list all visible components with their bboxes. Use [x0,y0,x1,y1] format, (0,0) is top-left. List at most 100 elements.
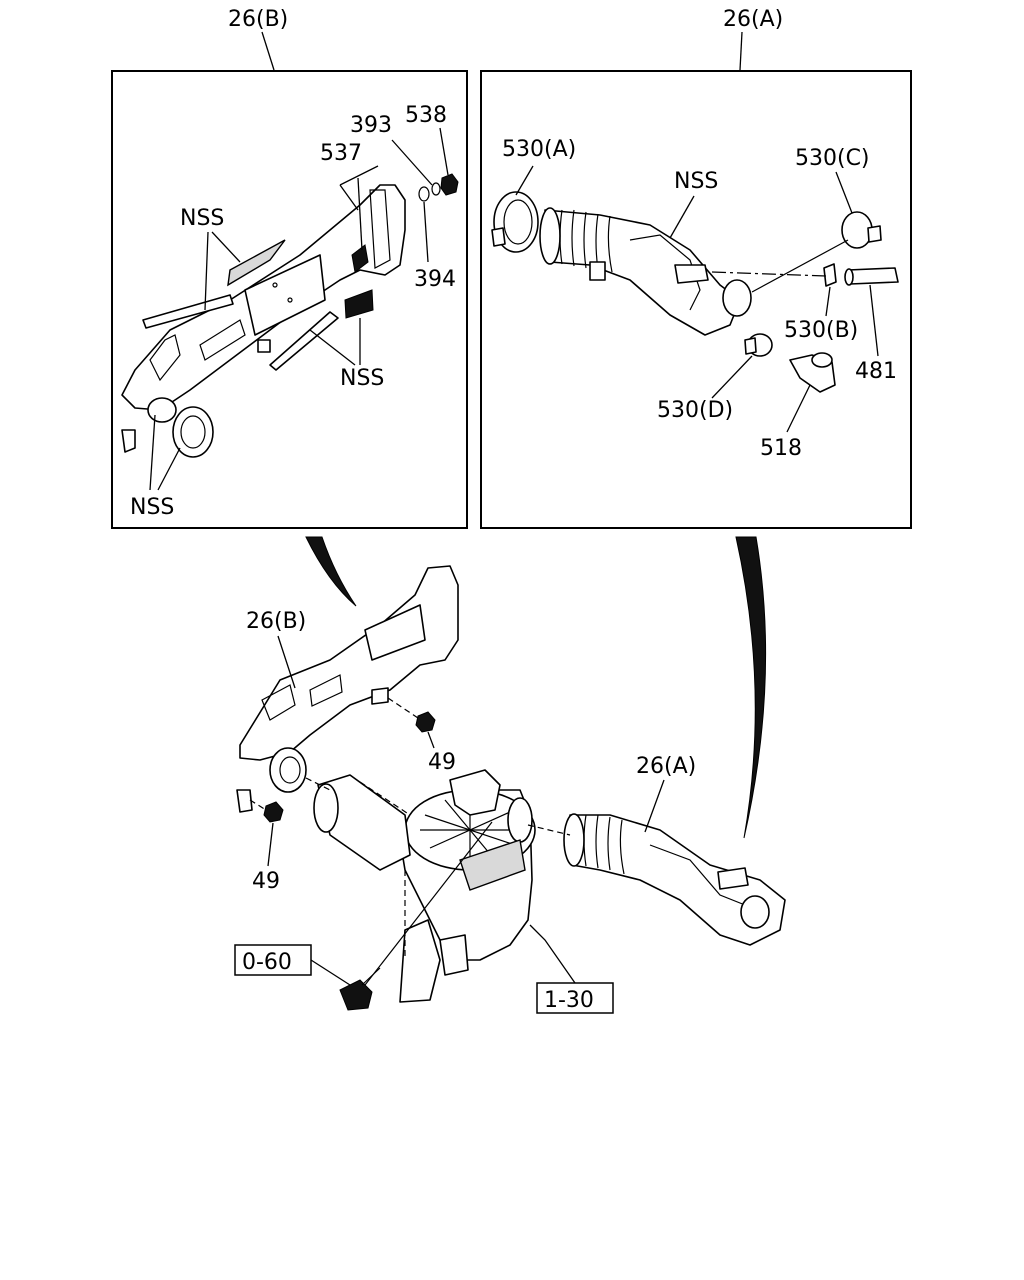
seal-strip-nss [142,294,234,329]
main-hose-bellows [583,814,625,875]
callout-518: 518 [760,436,802,461]
clamp-530a-screw [491,227,506,247]
hose-to-cleaner [527,824,571,836]
duct-to-grommet [305,777,331,791]
hose-end-ring [539,207,561,265]
leader-537 [339,184,359,211]
fastener-line-lower [249,799,267,811]
detail-box-26a: 530(A) NSS 530(C) 530(B) 481 530(D) 518 [480,70,912,529]
main-grommet [269,747,307,793]
main-hose-nipple [717,867,749,890]
leader-nss-middle-a [309,329,356,366]
main-bracket-tab [236,789,253,813]
main-bracket-slot [309,674,343,707]
leader-nss-lower-b [157,447,181,491]
leader-537-arm [357,177,363,251]
leader-393 [391,139,433,186]
seal-pad-nss [227,239,286,287]
clamp-530a [493,191,539,253]
leader-1-30 [529,924,576,984]
leader-nss-upper-b [211,231,241,263]
callout-530d: 530(D) [657,398,733,423]
leader-538 [439,127,449,176]
detail-arc-left [305,536,357,607]
detail-frame-26b [111,70,468,529]
grommet-inner [180,415,206,449]
callout-26b-header: 26(B) [228,7,288,32]
leader-26a-header [739,31,743,71]
callout-49-lower: 49 [252,869,280,894]
clamp-530a-inner [503,199,533,245]
leader-481 [869,284,879,357]
callout-537: 537 [320,141,362,166]
leader-530d [711,355,753,399]
leader-nss-upper-a [204,231,209,311]
bracket-hole [147,397,177,423]
leader-49-lower [267,822,274,867]
callout-0-60: 0-60 [242,950,292,975]
leader-26b-header [261,31,275,71]
callout-nss-upper: NSS [180,206,224,231]
detail-arc-right [735,536,767,839]
mount-plate [244,254,326,336]
callout-1-30: 1-30 [544,988,594,1013]
elbow-518-mouth [811,352,833,368]
air-cleaner-foot [439,934,469,976]
main-bracket-stud [371,687,389,705]
hose-tab [589,261,606,281]
callout-26a-header: 26(A) [723,7,783,32]
nut-49-upper [415,711,436,733]
callout-481: 481 [855,359,897,384]
leader-0-60 [310,959,351,986]
callout-530a: 530(A) [502,137,576,162]
leader-49-upper [427,731,435,749]
grommet-nss [172,406,214,458]
bracket-upright [369,189,391,269]
stud [257,339,271,353]
bracket-rib [149,334,181,382]
leader-394 [423,201,429,263]
main-hose-mouth [563,813,585,867]
main-assembly: 26(B) 49 49 26(A) 0-60 1-30 [234,565,786,1014]
washer-394 [418,186,430,202]
callout-26a-main: 26(A) [636,754,696,779]
callout-nss-hose: NSS [674,169,718,194]
leader-518 [786,384,811,433]
leader-nss-hose [669,195,695,239]
plate-hole [287,297,293,303]
air-cleaner-outlet [507,797,533,843]
inlet-duct [317,774,411,871]
callout-49-upper: 49 [428,750,456,775]
nut-538 [440,173,459,196]
air-cleaner-ribs [420,795,520,865]
main-hose-outlet [740,895,770,929]
leader-530b [825,286,831,317]
air-cleaner-bracket [459,839,526,891]
callout-393: 393 [350,113,392,138]
leader-26b-main [277,635,296,689]
pipe-481-end [844,268,854,286]
fastener-line-upper [387,697,419,719]
resonator-bracket [399,919,441,1003]
callout-394: 394 [414,267,456,292]
seal-block-nss [344,289,374,319]
leader-530a [515,165,534,196]
clamp-530c-screw [867,225,882,243]
leader-nss-lower-a [149,414,156,491]
intake-hose-26a [544,209,741,336]
callout-nss-lower: NSS [130,495,174,520]
hose-rib [629,234,701,311]
clamp-530b [823,263,837,287]
callout-26b-main: 26(B) [246,609,306,634]
leader-537-bar [339,165,379,186]
pipe-481 [847,267,899,285]
hose-link-line [751,239,849,293]
bracket-tab [121,429,136,453]
callout-530c: 530(C) [795,146,870,171]
hose-outlet [722,279,752,317]
seal-block-537 [351,244,369,273]
callout-nss-middle: NSS [340,366,384,391]
bolt-line [364,821,493,986]
detail-frame-26a [480,70,912,529]
